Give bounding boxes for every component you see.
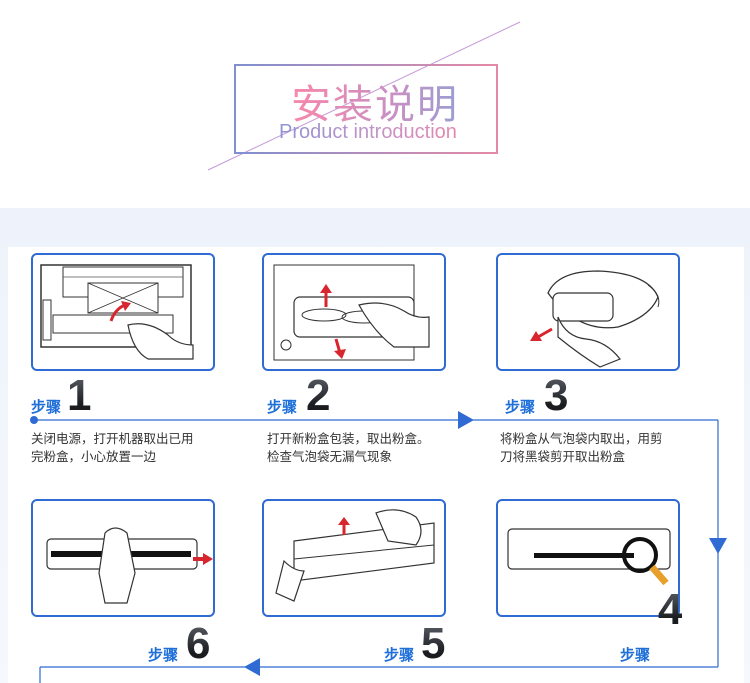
step-1-number: 1 [67,371,92,420]
step-1-desc-line-2: 完粉盒，小心放置一边 [31,449,157,464]
step-2-desc: 打开新粉盒包装，取出粉盒。 检查气泡袋无漏气现象 [267,430,467,466]
step-4-illustration [496,499,680,617]
step-4-number: 4 [658,585,683,634]
step-1-illustration [31,253,215,371]
step-3-desc: 将粉盒从气泡袋内取出，用剪 刀将黑袋剪开取出粉盒 [500,430,700,466]
header-section: 安装说明 Product introduction [0,0,750,208]
step-2-desc-line-1: 打开新粉盒包装，取出粉盒。 [267,431,430,446]
step-2-desc-line-2: 检查气泡袋无漏气现象 [267,449,393,464]
step-5-label: 步骤 [384,646,415,664]
step-3-number: 3 [544,371,569,420]
step-2-illustration [262,253,446,371]
step-4-label: 步骤 [620,646,651,664]
step-3-desc-line-2: 刀将黑袋剪开取出粉盒 [500,449,626,464]
step-1-desc-line-1: 关闭电源，打开机器取出已用 [31,431,194,446]
page-subtitle: Product introduction [244,121,492,144]
step-3-illustration [496,253,680,371]
seal-strip-pull-icon [46,527,213,604]
printer-open-icon [40,264,194,360]
step-6-number: 6 [186,619,211,668]
step-5-illustration [262,499,446,617]
cartridge-shake-icon [275,509,435,602]
step-1-desc: 关闭电源，打开机器取出已用 完粉盒，小心放置一边 [31,430,231,466]
step-3-label: 步骤 [505,398,536,416]
toner-unpack-icon [273,264,430,361]
step-2-number: 2 [306,371,331,420]
step-6-label: 步骤 [148,646,179,664]
magnifier-inspect-icon [507,528,671,586]
title-frame [234,64,498,154]
step-2-label: 步骤 [267,398,298,416]
page-title: 安装说明 [275,72,475,130]
cartridge-cut-icon [530,270,660,368]
step-6-illustration [31,499,215,617]
step-3-desc-line-1: 将粉盒从气泡袋内取出，用剪 [500,431,663,446]
step-5-number: 5 [421,619,446,668]
step-1-label: 步骤 [31,398,62,416]
